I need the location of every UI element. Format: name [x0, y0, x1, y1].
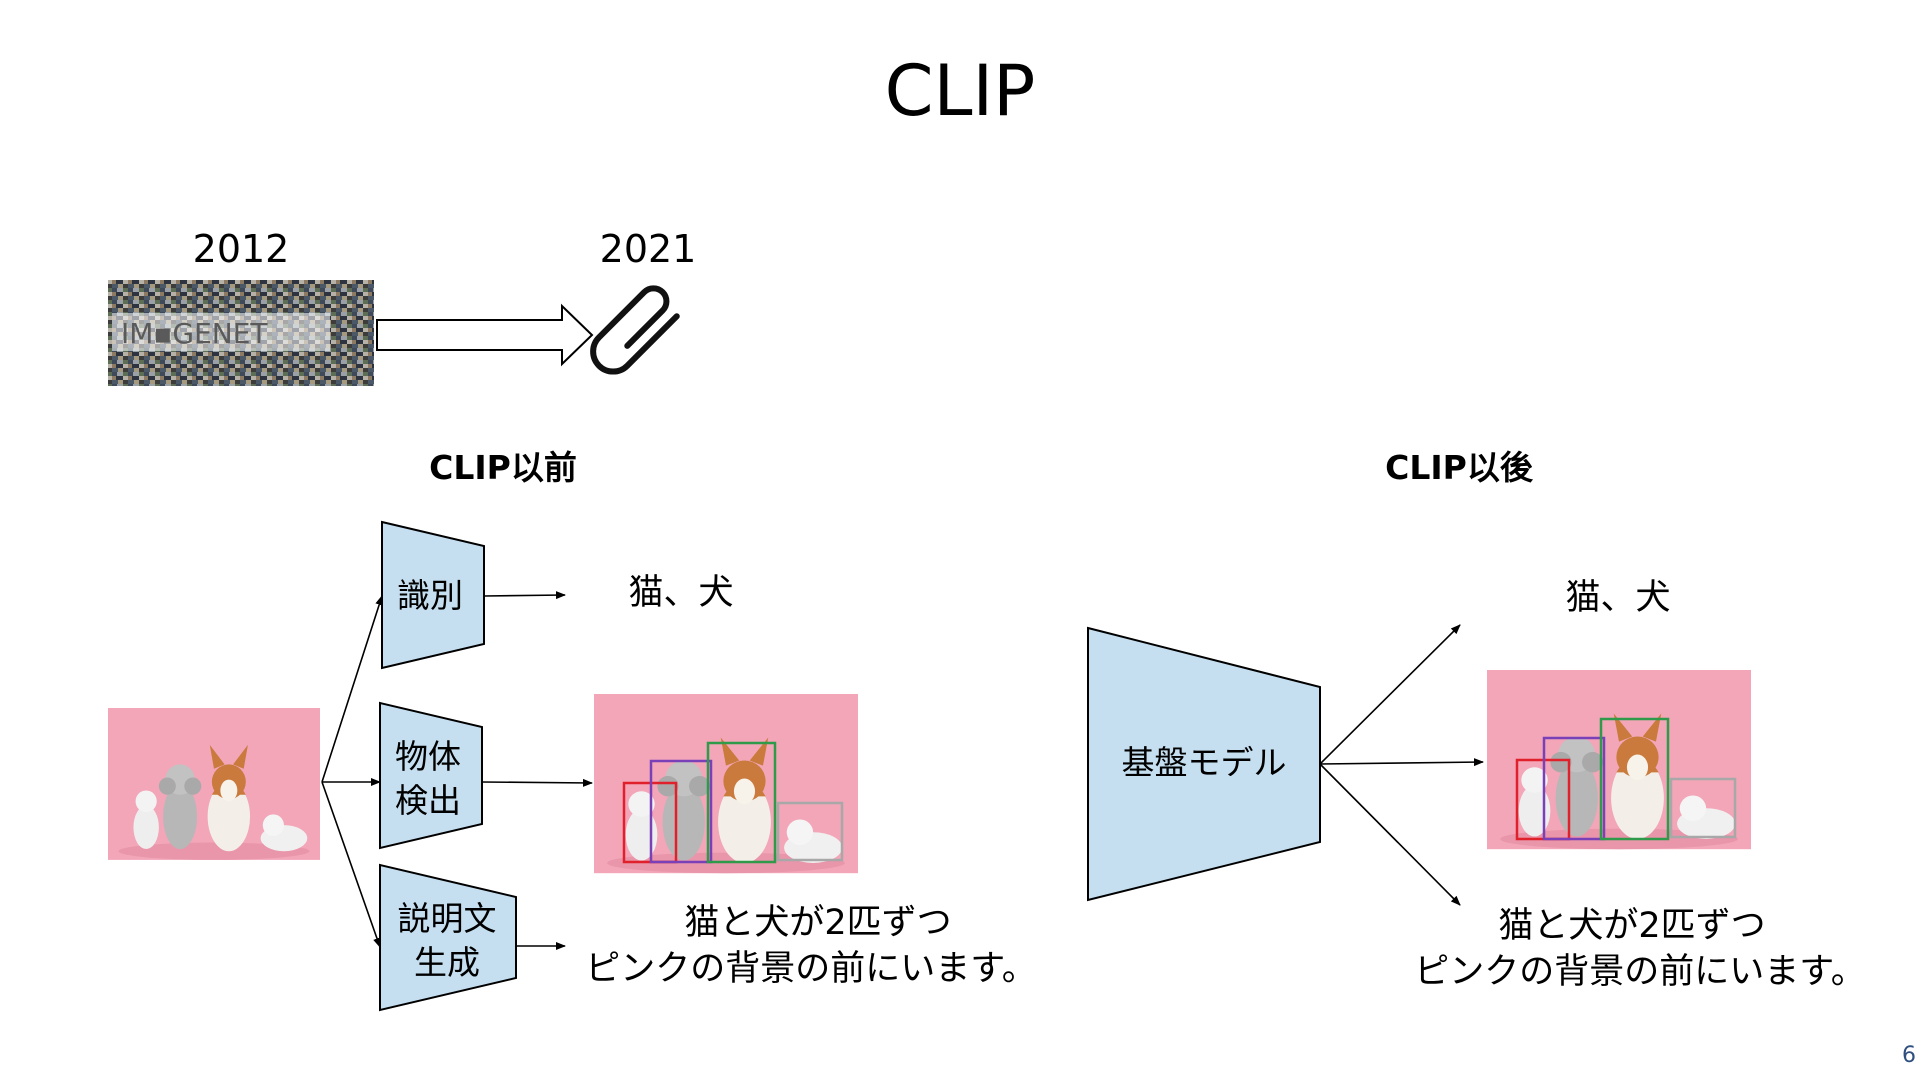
bbox-poodle: [1542, 736, 1606, 841]
before-classification-output: 猫、犬: [628, 573, 733, 613]
imagenet-logo-text: IM▪GENET: [121, 317, 268, 350]
after-heading: CLIP以後: [1385, 448, 1534, 487]
detection-model-box: 物体 検出: [379, 701, 483, 850]
after-arrow-detection: [1319, 758, 1484, 767]
before-caption-line2: ピンクの背景の前にいます。: [585, 949, 1037, 989]
captioning-model-label-line2: 生成: [414, 943, 480, 982]
before-detection-output-photo: [594, 694, 858, 874]
captioning-model-label-line1: 説明文: [398, 899, 497, 938]
bbox-cat-right: [776, 801, 844, 862]
foundation-model-box: 基盤モデル: [1087, 626, 1321, 902]
slide-title: CLIP: [885, 50, 1036, 132]
detection-model-label-line2: 検出: [395, 781, 461, 820]
after-classification-output: 猫、犬: [1565, 578, 1670, 618]
imagenet-logo: IM▪GENET: [108, 280, 374, 386]
before-caption-line1: 猫と犬が2匹ずつ: [684, 903, 951, 943]
bbox-corgi: [706, 741, 777, 864]
year-start-label: 2012: [193, 227, 290, 271]
output-arrow-detection: [481, 778, 593, 787]
branch-arrow-captioning: [321, 781, 381, 948]
bbox-corgi: [1599, 717, 1670, 841]
before-heading: CLIP以前: [429, 448, 577, 487]
classification-model-box: 識別: [381, 520, 485, 670]
after-arrow-classification: [1319, 624, 1461, 765]
foundation-model-label: 基盤モデル: [1122, 743, 1287, 782]
year-end-label: 2021: [600, 227, 697, 271]
after-caption-line2: ピンクの背景の前にいます。: [1414, 952, 1866, 992]
input-pet-photo: [108, 708, 320, 860]
branch-arrow-classification: [321, 595, 384, 783]
classification-model-label: 識別: [397, 576, 463, 615]
page-number: 6: [1902, 1043, 1916, 1068]
captioning-model-box: 説明文 生成: [379, 863, 517, 1012]
timeline-arrow: [376, 303, 594, 367]
after-detection-output-photo: [1487, 670, 1751, 850]
after-caption-line1: 猫と犬が2匹ずつ: [1498, 906, 1765, 946]
bbox-cat-right: [1669, 777, 1737, 839]
detection-model-label-line1: 物体: [395, 737, 461, 776]
output-arrow-classification: [483, 591, 566, 600]
after-arrow-captioning: [1319, 763, 1461, 906]
bbox-poodle: [649, 759, 713, 864]
paperclip-icon: [590, 285, 680, 375]
